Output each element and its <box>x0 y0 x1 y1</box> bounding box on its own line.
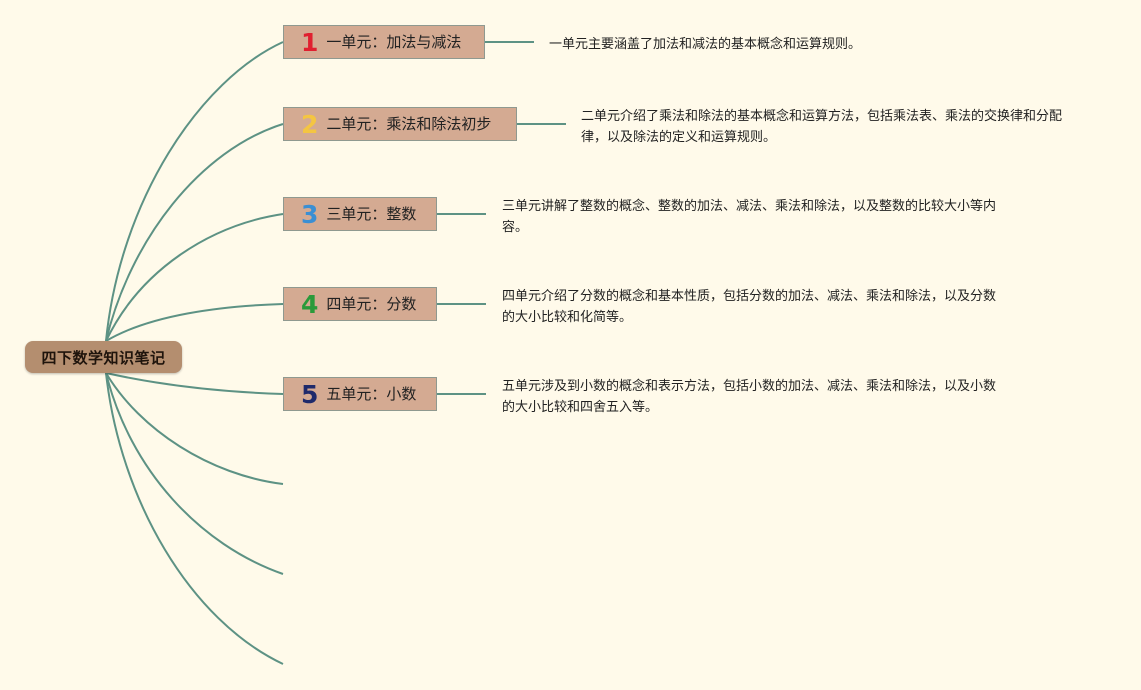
connector-empty-3 <box>105 372 284 665</box>
connector-unit-4 <box>105 303 284 342</box>
unit-description-2: 二单元介绍了乘法和除法的基本概念和运算方法，包括乘法表、乘法的交换律和分配律，以… <box>581 109 1063 145</box>
connector-empty-1 <box>105 372 284 485</box>
unit-description-1: 一单元主要涵盖了加法和减法的基本概念和运算规则。 <box>549 37 862 52</box>
unit-number-4: 4 <box>301 289 319 319</box>
unit-node-3[interactable]: 3 三单元：整数 <box>283 197 437 231</box>
unit-description-5: 五单元涉及到小数的概念和表示方法，包括小数的加法、减法、乘法和除法，以及小数的大… <box>502 379 997 415</box>
unit-title-2: 二单元：乘法和除法初步 <box>326 114 492 133</box>
root-title: 四下数学知识笔记 <box>41 348 166 367</box>
root-node[interactable]: 四下数学知识笔记 <box>25 341 182 373</box>
unit-node-5[interactable]: 5 五单元：小数 <box>283 377 437 411</box>
unit-description-3: 三单元讲解了整数的概念、整数的加法、减法、乘法和除法，以及整数的比较大小等内容。 <box>502 199 997 235</box>
unit-title-3: 三单元：整数 <box>326 204 417 223</box>
unit-node-2[interactable]: 2 二单元：乘法和除法初步 <box>283 107 517 141</box>
unit-number-1: 1 <box>301 27 319 57</box>
connector-unit-2 <box>105 123 284 342</box>
unit-number-5: 5 <box>301 379 319 409</box>
connector-unit-3 <box>105 213 284 342</box>
unit-node-1[interactable]: 1 一单元：加法与减法 <box>283 25 485 59</box>
unit-description-4: 四单元介绍了分数的概念和基本性质，包括分数的加法、减法、乘法和除法，以及分数的大… <box>502 289 997 325</box>
unit-title-5: 五单元：小数 <box>326 384 417 403</box>
connector-empty-2 <box>105 372 284 575</box>
unit-number-3: 3 <box>301 199 319 229</box>
unit-title-1: 一单元：加法与减法 <box>326 32 462 51</box>
unit-number-2: 2 <box>301 109 319 139</box>
unit-title-4: 四单元：分数 <box>326 294 417 313</box>
unit-node-4[interactable]: 4 四单元：分数 <box>283 287 437 321</box>
connector-unit-5 <box>105 372 284 395</box>
connector-unit-1 <box>105 41 284 342</box>
